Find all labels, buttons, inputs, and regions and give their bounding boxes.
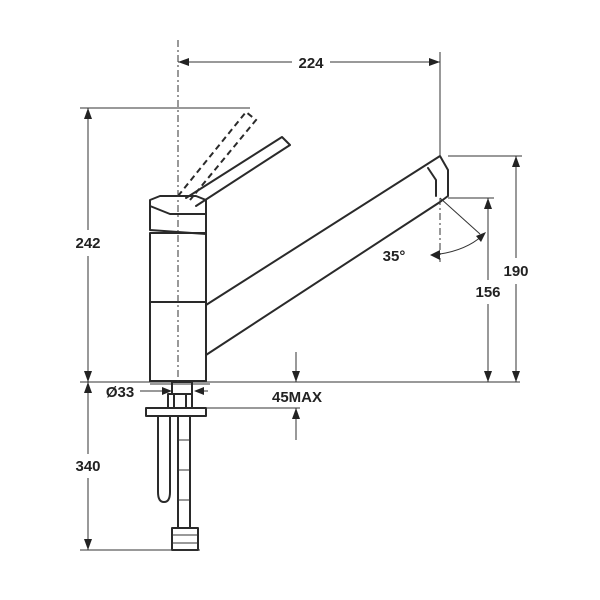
label-190: 190 xyxy=(503,263,528,280)
arrow-45max-bottom xyxy=(292,408,300,419)
arrow-156-bottom xyxy=(484,371,492,382)
angle-arc xyxy=(439,235,483,255)
arrow-224-right xyxy=(429,58,440,66)
hose-left xyxy=(157,415,171,503)
label-156: 156 xyxy=(475,284,500,301)
dimension-156: 156 xyxy=(448,197,501,382)
arrow-190-top xyxy=(512,156,520,167)
label-340: 340 xyxy=(75,458,100,475)
angle-35: 35° xyxy=(383,197,486,265)
hose-right xyxy=(177,415,191,529)
angle-swing-line xyxy=(439,197,481,235)
label-224: 224 xyxy=(298,55,324,72)
angle-arrow-left xyxy=(430,250,440,260)
spout-tip-detail xyxy=(427,167,437,197)
arrow-224-left xyxy=(178,58,189,66)
arrow-diameter-left xyxy=(194,387,204,395)
arrow-340-top xyxy=(84,382,92,393)
arrow-156-top xyxy=(484,198,492,209)
hose-nut xyxy=(171,527,199,551)
mounting-stud-top xyxy=(171,381,193,395)
label-diameter: Ø33 xyxy=(106,384,134,401)
arrow-45max-top xyxy=(292,371,300,382)
angle-arrow-right xyxy=(476,232,486,242)
dimension-242: 242 xyxy=(75,107,250,382)
dimension-190: 190 xyxy=(448,155,529,382)
lever-handle xyxy=(185,136,291,207)
stud-left xyxy=(167,393,175,409)
spout xyxy=(205,155,449,356)
arrow-diameter-right xyxy=(162,387,172,395)
dimension-45max: 45MAX xyxy=(206,352,322,440)
dimension-340: 340 xyxy=(75,382,200,551)
arrow-190-bottom xyxy=(512,371,520,382)
arrow-242-top xyxy=(84,108,92,119)
cartridge-head-detail xyxy=(149,205,207,215)
mounting-plate xyxy=(145,407,207,417)
dimension-diameter: Ø33 xyxy=(106,384,208,401)
label-242: 242 xyxy=(75,235,100,252)
arrow-340-bottom xyxy=(84,539,92,550)
faucet-body xyxy=(149,110,449,382)
label-35: 35° xyxy=(383,248,406,265)
mounting-assembly xyxy=(145,381,207,551)
stud-right xyxy=(185,393,193,409)
arrow-242-bottom xyxy=(84,371,92,382)
label-45max: 45MAX xyxy=(272,389,322,406)
lever-alternate-position xyxy=(177,110,258,201)
dimension-224: 224 xyxy=(178,52,441,156)
